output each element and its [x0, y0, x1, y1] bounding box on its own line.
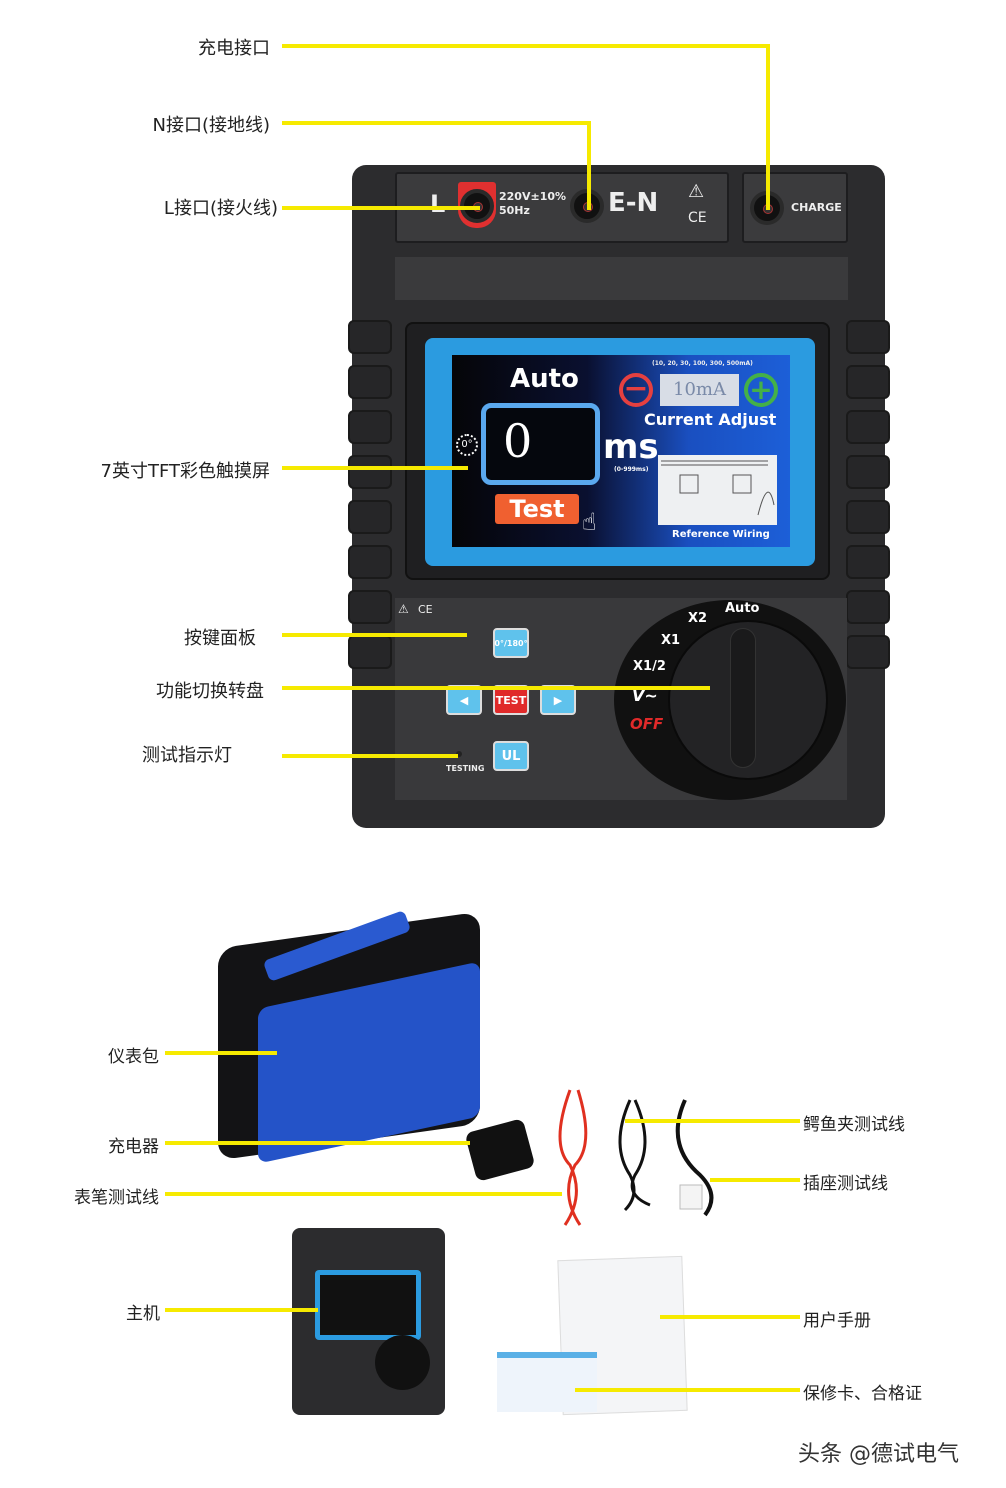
testing-label: TESTING — [446, 764, 485, 773]
label-alligator-leads: 鳄鱼夹测试线 — [803, 1115, 905, 1135]
callout-line — [165, 1141, 470, 1145]
warranty-card — [497, 1352, 597, 1412]
callout-line — [282, 466, 468, 470]
increase-current-button[interactable]: + — [744, 373, 778, 407]
en-label: E-N — [608, 188, 659, 218]
current-adjust-label: Current Adjust — [644, 410, 777, 429]
rating-line1: 220V±10% — [499, 190, 567, 203]
label-charger: 充电器 — [108, 1137, 159, 1157]
callout-line — [282, 754, 458, 758]
dial-voltage: V~ — [632, 686, 658, 705]
label-bag: 仪表包 — [108, 1047, 159, 1067]
label-strip — [395, 257, 848, 300]
label-l-port: L接口(接火线) — [163, 198, 278, 219]
label-warranty: 保修卡、合格证 — [803, 1384, 922, 1404]
label-charge-port: 充电接口 — [198, 38, 270, 59]
label-socket-lead: 插座测试线 — [803, 1174, 888, 1194]
callout-line — [282, 206, 480, 210]
l-label: L — [430, 190, 446, 218]
warning-triangle-icon: ⚠ — [688, 181, 705, 202]
callout-line — [710, 1178, 800, 1182]
callout-line — [660, 1315, 800, 1319]
testing-led — [456, 751, 462, 757]
reference-wiring-diagram — [658, 455, 777, 525]
callout-line — [282, 686, 710, 690]
watermark: 头条 @德试电气 — [798, 1442, 959, 1467]
unit-label: ms — [603, 427, 659, 467]
dial-off: OFF — [630, 715, 664, 733]
callout-line — [282, 44, 770, 48]
callout-line — [165, 1051, 277, 1055]
callout-line — [165, 1308, 318, 1312]
reference-wiring-label: Reference Wiring — [672, 529, 770, 540]
panel-ce-mark: CE — [418, 603, 433, 616]
phase-icon[interactable]: 0° — [456, 434, 478, 456]
ce-mark: CE — [688, 210, 707, 226]
test-screen-button[interactable]: Test — [495, 494, 579, 524]
dial-x1: X1 — [661, 633, 681, 648]
ul-key[interactable]: UL — [493, 741, 529, 771]
current-options: (10, 20, 30, 100, 300, 500mA) — [652, 360, 753, 367]
main-unit-dial — [375, 1335, 430, 1390]
label-manual: 用户手册 — [803, 1311, 871, 1331]
dial-auto: Auto — [725, 601, 760, 616]
decrease-current-button[interactable]: − — [619, 373, 653, 407]
right-grip — [846, 320, 890, 690]
unit-range: (0-999ms) — [614, 466, 649, 473]
current-value: 10mA — [660, 374, 739, 406]
callout-line — [165, 1192, 562, 1196]
test-leads — [558, 1089, 714, 1226]
dial-x2: X2 — [688, 611, 708, 626]
label-keypad: 按键面板 — [184, 628, 256, 649]
hand-pointer-icon: ☝ — [582, 508, 597, 536]
panel-warning-icon: ⚠ — [398, 602, 409, 616]
charger — [464, 1118, 536, 1182]
callout-line — [282, 633, 467, 637]
label-dial: 功能切换转盘 — [156, 681, 264, 702]
label-main-unit: 主机 — [126, 1304, 160, 1324]
label-screen: 7英寸TFT彩色触摸屏 — [100, 461, 270, 482]
charge-label: CHARGE — [791, 201, 842, 214]
phase-key[interactable]: 0°/180° — [493, 628, 529, 658]
left-grip — [348, 320, 392, 690]
callout-line — [625, 1119, 800, 1123]
callout-line — [575, 1388, 800, 1392]
left-key[interactable]: ◀ — [446, 685, 482, 715]
measured-value: 0 — [503, 414, 533, 468]
dial-knob-handle[interactable] — [730, 628, 756, 768]
label-probe-leads: 表笔测试线 — [74, 1188, 159, 1208]
dial-x-half: X1/2 — [633, 659, 666, 674]
callout-line — [587, 121, 591, 210]
callout-line — [766, 44, 770, 210]
right-key[interactable]: ▶ — [540, 685, 576, 715]
screen-mode: Auto — [510, 364, 579, 394]
label-n-port: N接口(接地线) — [152, 115, 270, 136]
main-unit-screen — [315, 1270, 421, 1340]
label-indicator: 测试指示灯 — [142, 745, 232, 766]
value-display — [481, 403, 600, 485]
rating-line2: 50Hz — [499, 204, 530, 217]
callout-line — [282, 121, 591, 125]
